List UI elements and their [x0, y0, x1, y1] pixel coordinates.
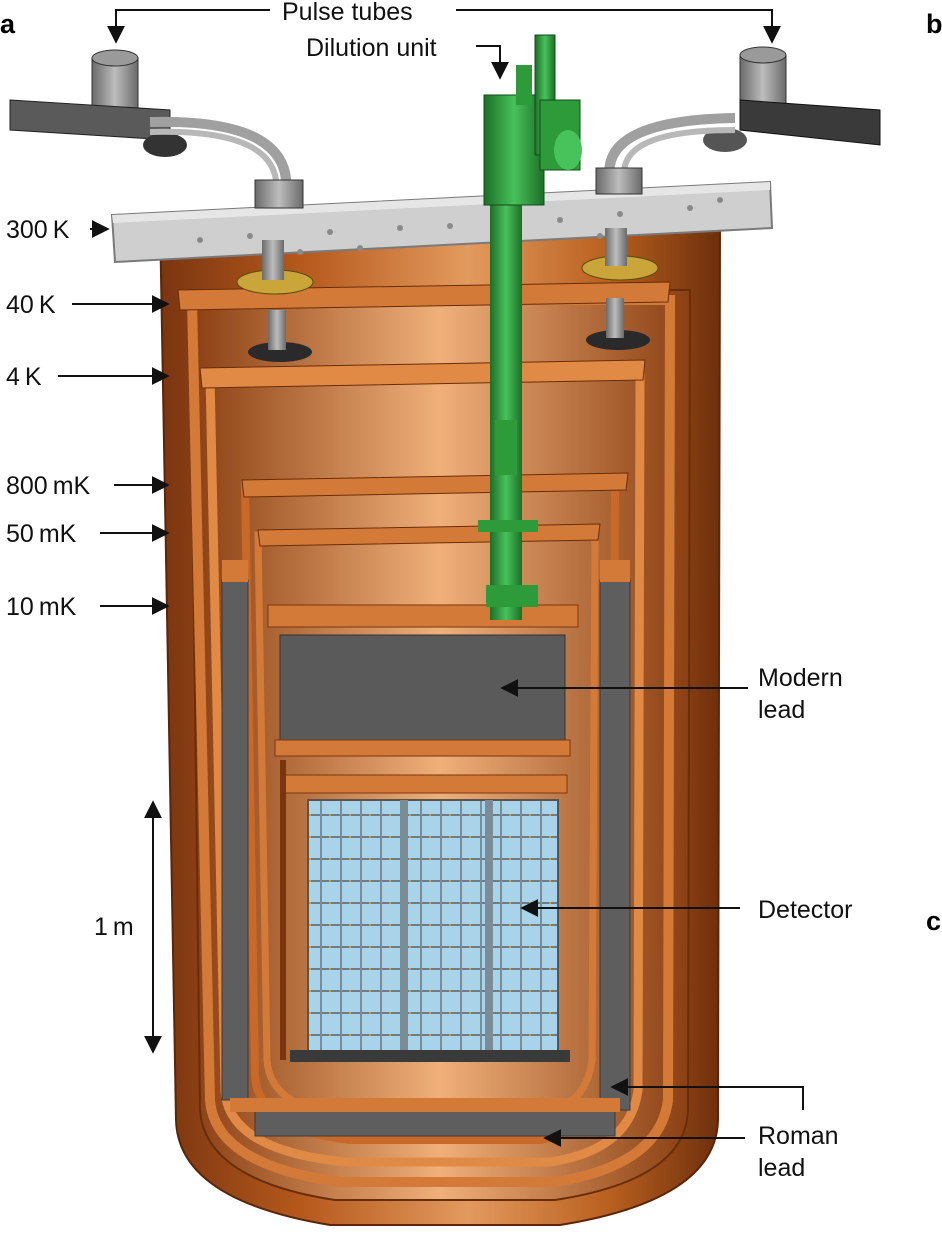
label-detector: Detector	[758, 896, 852, 924]
shield-4k	[205, 370, 645, 1167]
cryostat-body	[110, 180, 774, 1226]
roman-lead-bottom	[254, 1109, 616, 1137]
panel-label-b: b	[926, 9, 942, 39]
label-modern-lead-line1: Modern	[758, 664, 843, 692]
plate-10mk	[267, 604, 579, 628]
dilution-unit	[483, 34, 582, 206]
pulse-tubes-leader-right	[456, 9, 781, 44]
label-40k: 40 K	[6, 291, 56, 319]
label-roman-lead-line1: Roman	[758, 1122, 839, 1150]
roman-lead-right	[599, 579, 631, 1111]
panel-label-c: c	[926, 906, 941, 936]
label-50mk: 50 mK	[6, 520, 77, 548]
shield-40k	[186, 295, 676, 1187]
label-dilution-unit: Dilution unit	[306, 34, 437, 62]
label-300k: 300 K	[6, 216, 70, 244]
pulse-tube-right	[595, 46, 881, 195]
label-10mk: 10 mK	[6, 593, 77, 621]
dilution-column	[490, 200, 522, 620]
label-scale: 1 m	[94, 913, 134, 941]
dilution-unit-leader	[476, 45, 509, 80]
label-roman-lead-line2: lead	[758, 1154, 805, 1182]
pulse-tube-left	[9, 49, 304, 209]
detector-array	[307, 799, 559, 1056]
label-modern-lead-line2: lead	[758, 696, 805, 724]
label-pulse-tubes: Pulse tubes	[282, 0, 413, 26]
roman-lead-leader-upper	[610, 1078, 804, 1110]
label-4k: 4 K	[6, 363, 42, 391]
panel-label-a: a	[0, 9, 16, 39]
annotations	[58, 9, 804, 1147]
roman-lead-left	[221, 579, 249, 1101]
label-800mk: 800 mK	[6, 472, 91, 500]
pulse-tubes-leader-left	[107, 9, 270, 44]
